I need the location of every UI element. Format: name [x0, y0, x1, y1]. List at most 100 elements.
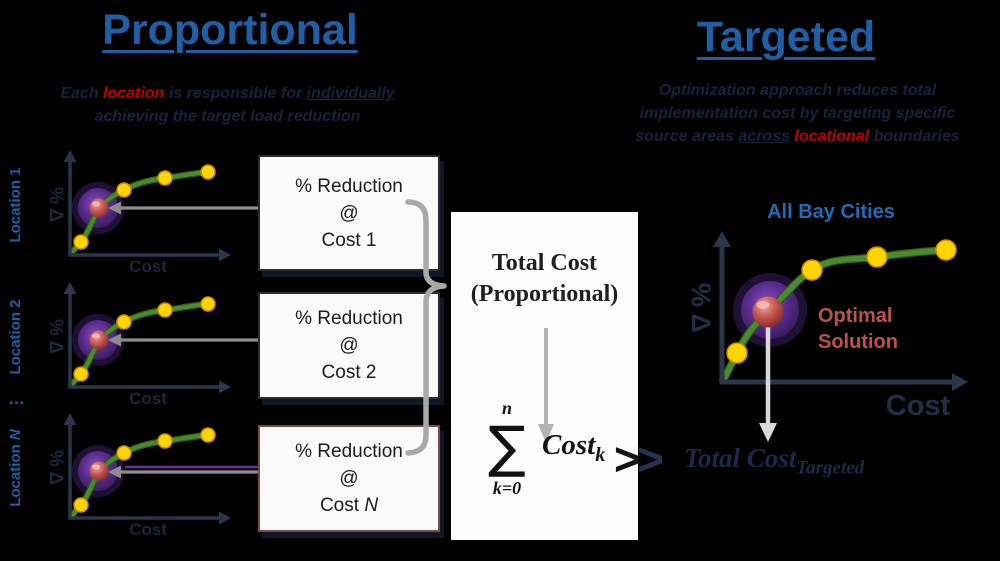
optimal-point	[89, 330, 109, 350]
targeted-subtitle-line2: implementation cost by targeting specifi…	[639, 105, 956, 122]
curly-brace	[405, 199, 447, 456]
subtitle-text: boundaries	[873, 128, 960, 145]
data-point	[116, 445, 132, 461]
targeted-subtitle-line3: source areas across locational boundarie…	[600, 125, 995, 148]
locations-ellipsis: …	[8, 389, 27, 408]
targeted-chart: % Δ Cost	[686, 231, 968, 442]
proportional-subtitle: Each location is responsible for individ…	[25, 82, 430, 128]
down-arrowhead	[538, 424, 554, 443]
reduction-box-at: @	[339, 335, 359, 356]
sum-upper-limit: n	[501, 398, 512, 418]
y-axis-arrowhead	[63, 413, 77, 425]
optimal-point-highlight	[92, 201, 100, 207]
sum-term: Costk	[542, 429, 605, 467]
x-axis-arrowhead	[219, 380, 231, 394]
optimal-point-highlight	[756, 301, 770, 309]
data-point	[801, 259, 823, 281]
much-greater-sign-2: >	[637, 433, 664, 485]
x-axis-label: Cost	[886, 390, 951, 422]
y-axis-arrowhead	[713, 231, 731, 247]
optimal-point	[752, 296, 784, 328]
subtitle-text: source areas	[635, 128, 739, 145]
optimal-point	[89, 198, 109, 218]
location-1-chart: % Δ Cost	[45, 150, 259, 276]
proportional-subtitle-line1: Each location is responsible for individ…	[25, 82, 430, 105]
result-main-text: Total Cost	[684, 443, 797, 473]
y-axis-label: % Δ	[45, 187, 66, 222]
reduction-box-cost: Cost 2	[260, 359, 438, 386]
data-point	[73, 234, 89, 250]
x-axis-label: Cost	[129, 257, 167, 276]
reduction-box-line1: % Reduction	[295, 308, 403, 329]
location-2-chart: % Δ Cost	[45, 282, 259, 408]
proportional-title: Proportional	[102, 6, 358, 54]
x-axis-label: Cost	[129, 389, 167, 408]
y-axis-arrowhead	[63, 282, 77, 294]
data-point	[866, 246, 888, 268]
data-point	[116, 314, 132, 330]
targeted-subtitle: Optimization approach reduces total impl…	[600, 79, 995, 148]
data-point	[200, 164, 216, 180]
curly-brace-path	[405, 199, 447, 456]
data-point	[935, 239, 957, 261]
connector-arrowhead	[108, 465, 121, 479]
all-bay-cities-label: All Bay Cities	[767, 201, 895, 223]
y-axis-label: % Δ	[45, 319, 66, 354]
reduction-box-cost: Cost N	[260, 492, 438, 519]
sigma-symbol: ∑	[488, 415, 526, 480]
targeted-down-arrowhead	[759, 423, 777, 442]
reduction-box-at: @	[339, 202, 359, 224]
panel-title-line2: (Proportional)	[470, 281, 619, 307]
reduction-box-2: % Reduction @ Cost 2	[258, 292, 440, 399]
cost-word: Cost	[319, 495, 365, 516]
subtitle-individually-word: individually	[306, 85, 395, 102]
sum-term-cost: Cost	[542, 429, 596, 462]
much-greater-sign-1: >	[614, 433, 641, 485]
data-point	[200, 427, 216, 443]
optimal-point-highlight	[92, 464, 100, 470]
sum-term-subscript: k	[595, 443, 606, 466]
sum-lower-limit: k=0	[492, 478, 522, 498]
x-axis-arrowhead	[952, 373, 968, 391]
data-point	[157, 170, 173, 186]
sigma-column: n ∑ k=0	[481, 398, 533, 498]
summation-formula: n ∑ k=0 Costk	[481, 398, 605, 498]
cost-number: 1	[365, 229, 377, 251]
subtitle-locational-word: locational	[789, 128, 874, 145]
targeted-title: Targeted	[696, 13, 876, 61]
x-axis-arrowhead	[219, 248, 231, 262]
data-point	[157, 302, 173, 318]
cost-word: Cost	[321, 229, 366, 251]
data-point	[73, 497, 89, 513]
optimal-solution-label: Optimal Solution	[818, 305, 898, 353]
subtitle-text: is responsible for	[164, 85, 307, 102]
down-arrow	[538, 328, 554, 443]
data-point	[157, 433, 173, 449]
reduction-box-1: % Reduction @ Cost 1	[258, 155, 440, 271]
optimal-point-highlight	[92, 333, 100, 339]
data-point	[726, 342, 748, 364]
data-point	[73, 366, 89, 382]
cost-word: Cost	[321, 362, 366, 383]
reduction-box-cost: Cost 1	[260, 227, 438, 254]
reduction-box-line1: % Reduction	[295, 175, 403, 197]
targeted-subtitle-line1: Optimization approach reduces total	[658, 82, 937, 99]
proportional-subtitle-line2: achieving the target load reduction	[94, 108, 361, 125]
x-axis-arrowhead	[219, 511, 231, 525]
data-point	[116, 182, 132, 198]
subtitle-text: Each	[60, 85, 104, 102]
x-axis-label: Cost	[129, 520, 167, 539]
data-point	[200, 296, 216, 312]
reduction-box-n: % Reduction @ Cost N	[258, 425, 440, 532]
connector-arrowhead	[108, 201, 121, 215]
total-cost-targeted-label: Total CostTargeted	[684, 443, 864, 479]
cost-number: N	[364, 495, 379, 516]
reduction-box-at: @	[339, 468, 359, 489]
location-n-chart: % Δ Cost	[45, 413, 259, 539]
connector-arrowhead	[108, 333, 121, 347]
panel-title-line1: Total Cost	[491, 250, 598, 276]
total-cost-panel: Total Cost (Proportional) n ∑ k=0 Costk	[451, 212, 638, 540]
result-subscript: Targeted	[796, 457, 865, 479]
subtitle-location-word: location	[103, 85, 165, 102]
